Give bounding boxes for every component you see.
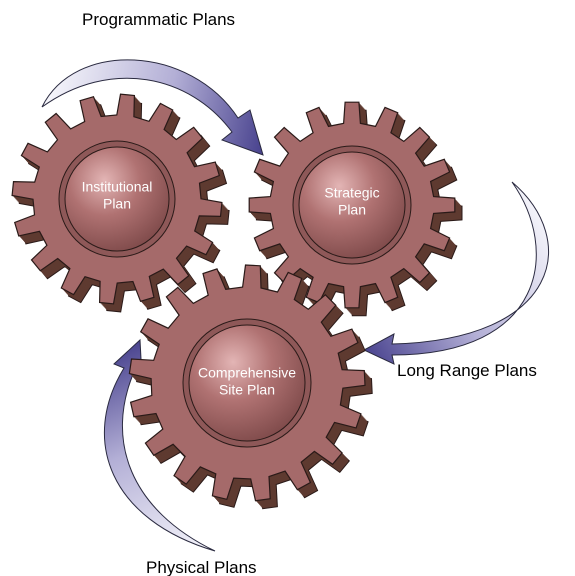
programmatic-arrow-body bbox=[41, 59, 264, 156]
gear-hub bbox=[298, 151, 406, 259]
gear-hub bbox=[188, 324, 306, 442]
long-range-plans-label: Long Range Plans bbox=[397, 361, 537, 380]
physical-plans-label: Physical Plans bbox=[146, 558, 257, 576]
gear-label-line: Comprehensive bbox=[198, 365, 296, 381]
gear-label-line: Plan bbox=[103, 196, 131, 212]
programmatic-plans-arrow bbox=[41, 59, 264, 156]
programmatic-plans-label: Programmatic Plans bbox=[82, 10, 235, 29]
gear-hub bbox=[64, 146, 170, 252]
physical-plans-arrow bbox=[103, 338, 216, 552]
gear-label-line: Institutional bbox=[82, 179, 153, 195]
physical-arrow-body bbox=[103, 338, 216, 552]
gear-label-line: Plan bbox=[338, 202, 366, 218]
gear-label-line: Site Plan bbox=[219, 382, 275, 398]
gear-label-line: Strategic bbox=[324, 185, 379, 201]
